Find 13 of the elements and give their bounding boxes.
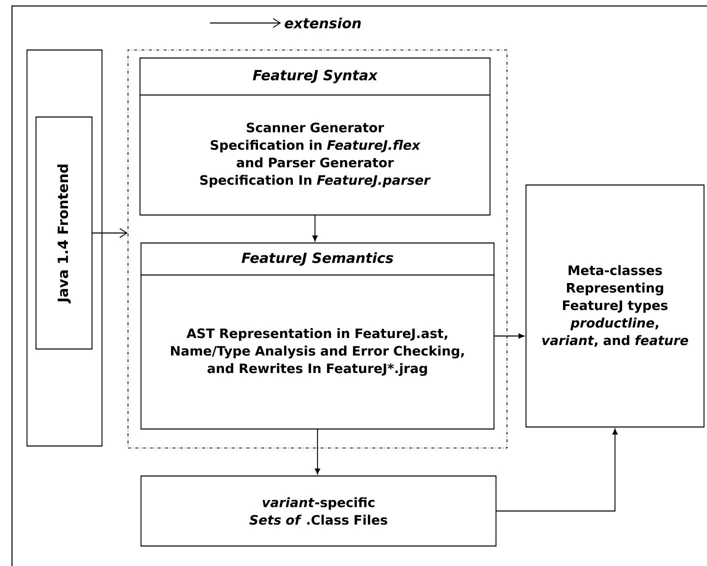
frontend-label-box: Java 1.4 Frontend — [36, 116, 92, 350]
arrow — [92, 228, 128, 238]
syntax-box: FeatureJ Syntax Scanner Generator Specification in FeatureJ.flex and Parser Generator Specification In FeatureJ.parser — [140, 58, 490, 216]
frontend-box — [26, 50, 102, 446]
legend-label: extension — [284, 18, 361, 28]
arrow — [496, 428, 618, 512]
arrow — [312, 215, 318, 242]
extension-group-box — [128, 50, 508, 448]
meta-classes-box: Meta-classes Representing FeatureJ types productline, variant, and feature — [526, 184, 704, 428]
arrow — [314, 429, 320, 474]
class-files-box: variant-specific Sets of .Class Files — [140, 476, 496, 546]
semantics-box: FeatureJ Semantics AST Representation in FeatureJ.ast, Name/Type Analysis and Error Checking, and Rewrites In FeatureJ*.jrag — [140, 242, 494, 430]
arrow — [494, 333, 524, 339]
